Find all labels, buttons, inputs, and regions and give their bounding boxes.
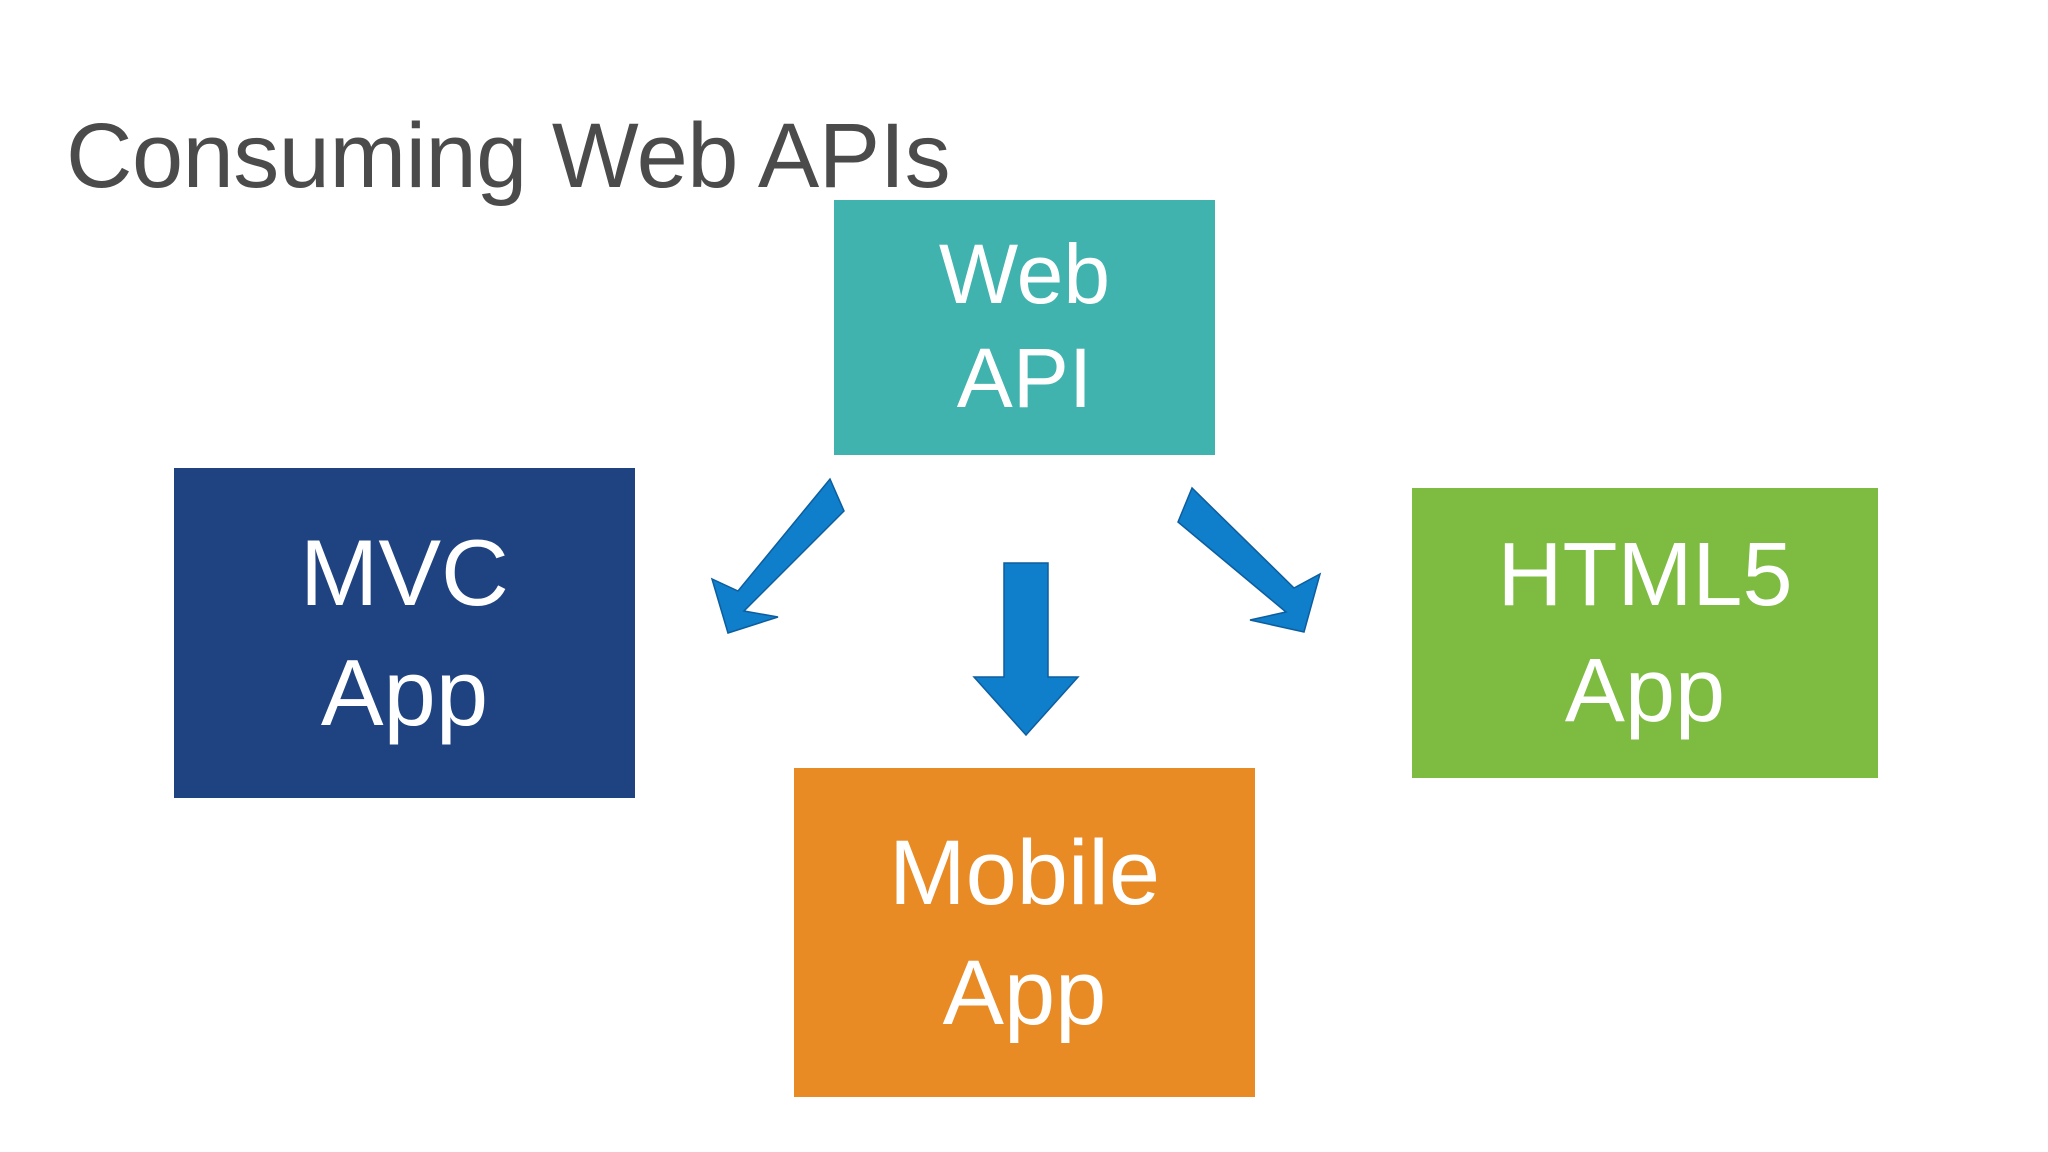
node-mvc-app-line-2: App bbox=[320, 640, 489, 745]
node-html5-app-line-1: HTML5 bbox=[1497, 525, 1793, 625]
arrow-down-right-shape bbox=[1177, 486, 1322, 633]
arrow-down-right-icon bbox=[1168, 480, 1344, 640]
node-mobile-app[interactable]: Mobile App bbox=[794, 768, 1255, 1097]
node-web-api[interactable]: Web API bbox=[834, 200, 1215, 455]
arrow-down-icon bbox=[968, 555, 1084, 741]
arrow-down-left-shape bbox=[710, 477, 845, 634]
arrow-down-shape bbox=[972, 562, 1080, 737]
page-title: Consuming Web APIs bbox=[66, 104, 951, 207]
arrow-down-left-icon bbox=[700, 465, 850, 635]
arrow-down-right-polygon bbox=[1177, 486, 1322, 633]
node-web-api-line-2: API bbox=[956, 330, 1093, 425]
node-html5-app-line-2: App bbox=[1564, 641, 1726, 741]
arrow-down-polygon bbox=[972, 562, 1080, 737]
node-html5-app[interactable]: HTML5 App bbox=[1412, 488, 1878, 778]
arrow-down-left-polygon bbox=[710, 477, 845, 634]
node-mvc-app-line-1: MVC bbox=[300, 520, 509, 625]
node-mobile-app-line-2: App bbox=[942, 941, 1107, 1044]
node-mvc-app[interactable]: MVC App bbox=[174, 468, 635, 798]
node-mobile-app-line-1: Mobile bbox=[888, 821, 1160, 924]
node-web-api-line-1: Web bbox=[938, 226, 1111, 321]
